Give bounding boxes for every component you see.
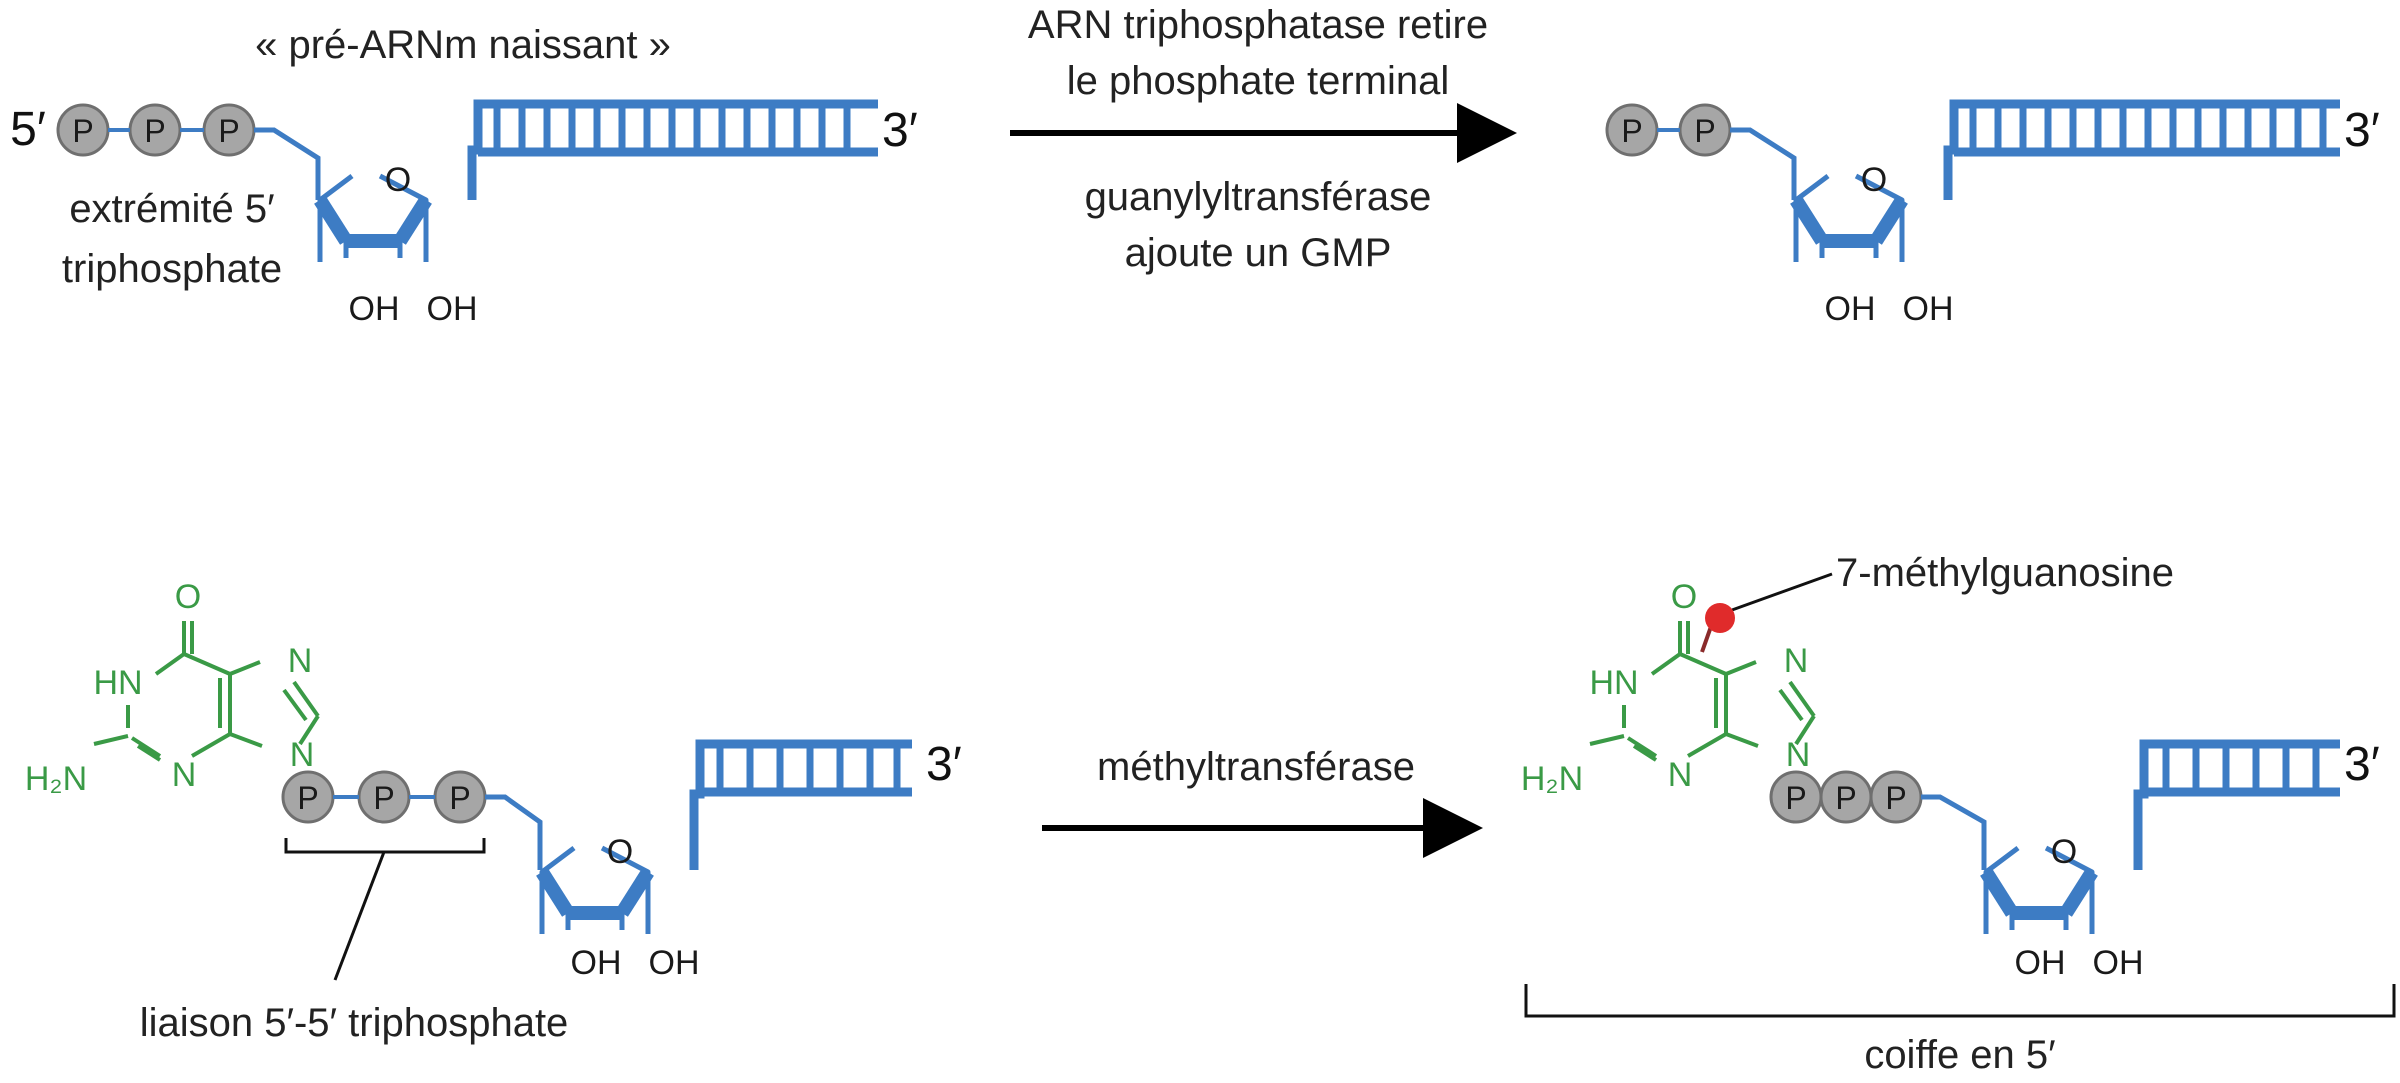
mature-5-prime-cap: O HN N N N H₂N 7-méthylguanosine P P P O… bbox=[1521, 551, 2396, 1077]
phosphate-p: P bbox=[449, 780, 470, 816]
n9-nitrogen: N bbox=[1786, 736, 1811, 774]
phosphate-p: P bbox=[1694, 113, 1715, 149]
n7-nitrogen: N bbox=[1784, 642, 1809, 680]
rna-duplex bbox=[1943, 99, 2340, 200]
rna-duplex bbox=[467, 99, 878, 200]
three-prime-end-label: 3′ bbox=[882, 104, 918, 157]
methylguanosine-label: 7-méthylguanosine bbox=[1836, 551, 2174, 595]
n3-nitrogen: N bbox=[172, 756, 197, 794]
reaction-step-1: ARN triphosphatase retire le phosphate t… bbox=[1010, 3, 1517, 275]
triphosphate-end-label-line1: extrémité 5′ bbox=[69, 187, 274, 231]
n1-hydrogen: HN bbox=[93, 664, 142, 702]
n1-hydrogen: HN bbox=[1589, 664, 1638, 702]
hydroxyl-3: OH bbox=[649, 944, 700, 982]
methyl-group bbox=[1700, 572, 1833, 653]
phosphate-p: P bbox=[1785, 780, 1806, 816]
phosphate-p: P bbox=[144, 113, 165, 149]
three-prime-end-label: 3′ bbox=[2344, 104, 2380, 157]
nascent-premrna: « pré-ARNm naissant » 5′ P P P O OH OH bbox=[10, 23, 918, 328]
guanylyltransferase-label-line1: guanylyltransférase bbox=[1085, 175, 1432, 219]
n9-nitrogen: N bbox=[290, 736, 315, 774]
n3-nitrogen: N bbox=[1668, 756, 1693, 794]
cap-bracket bbox=[1524, 984, 2396, 1018]
ring-oxygen: O bbox=[1861, 161, 1887, 199]
phosphate-p: P bbox=[1835, 780, 1856, 816]
amino-group: H₂N bbox=[25, 760, 87, 798]
linkage-bracket bbox=[284, 838, 486, 981]
hydroxyl-3: OH bbox=[2093, 944, 2144, 982]
methyltransferase-label: méthyltransférase bbox=[1097, 745, 1415, 789]
unmethylated-cap-intermediate: O HN N N N H₂N P P P O OH OH bbox=[25, 578, 962, 1045]
phosphate-p: P bbox=[218, 113, 239, 149]
phosphate-p: P bbox=[373, 780, 394, 816]
hydroxyl-3: OH bbox=[427, 290, 478, 328]
hydroxyl-2: OH bbox=[571, 944, 622, 982]
backbone-link bbox=[1730, 127, 1797, 200]
diphosphate-rna: P P O OH OH 3′ bbox=[1605, 99, 2380, 328]
triphosphatase-label-line1: ARN triphosphatase retire bbox=[1028, 3, 1488, 47]
premrna-label: « pré-ARNm naissant » bbox=[255, 23, 671, 67]
three-prime-end-label: 3′ bbox=[2344, 738, 2380, 791]
hydroxyl-2: OH bbox=[349, 290, 400, 328]
rna-duplex bbox=[689, 739, 912, 870]
triphosphate-end-label-line2: triphosphate bbox=[62, 247, 282, 291]
phosphate-p: P bbox=[72, 113, 93, 149]
hydroxyl-2: OH bbox=[1825, 290, 1876, 328]
hydroxyl-3: OH bbox=[1903, 290, 1954, 328]
guanylyltransferase-label-line2: ajoute un GMP bbox=[1125, 231, 1392, 275]
rna-duplex bbox=[2133, 739, 2340, 870]
reaction-step-2: méthyltransférase bbox=[1042, 745, 1483, 858]
five-prime-end-label: 5′ bbox=[10, 103, 46, 156]
diphosphate-chain: P P bbox=[1605, 103, 1732, 157]
triphosphate-bridge: P P P bbox=[281, 770, 487, 824]
triphosphate-bridge: P P P bbox=[1769, 770, 1923, 824]
ring-oxygen: O bbox=[607, 833, 633, 871]
phosphate-p: P bbox=[1621, 113, 1642, 149]
carbonyl-oxygen: O bbox=[1671, 578, 1697, 616]
n7-nitrogen: N bbox=[288, 642, 313, 680]
phosphate-p: P bbox=[297, 780, 318, 816]
carbonyl-oxygen: O bbox=[175, 578, 201, 616]
backbone-link bbox=[1921, 794, 1987, 870]
ring-oxygen: O bbox=[385, 161, 411, 199]
three-prime-end-label: 3′ bbox=[926, 738, 962, 791]
linkage-label: liaison 5′-5′ triphosphate bbox=[140, 1001, 569, 1045]
hydroxyl-2: OH bbox=[2015, 944, 2066, 982]
backbone-link bbox=[485, 794, 543, 870]
amino-group: H₂N bbox=[1521, 760, 1583, 798]
ring-oxygen: O bbox=[2051, 833, 2077, 871]
triphosphatase-label-line2: le phosphate terminal bbox=[1067, 59, 1449, 103]
red-dot-icon bbox=[1705, 603, 1735, 633]
cap-label: coiffe en 5′ bbox=[1864, 1033, 2055, 1077]
triphosphate-chain: P P P bbox=[56, 103, 256, 157]
phosphate-p: P bbox=[1885, 780, 1906, 816]
backbone-link bbox=[254, 127, 321, 200]
